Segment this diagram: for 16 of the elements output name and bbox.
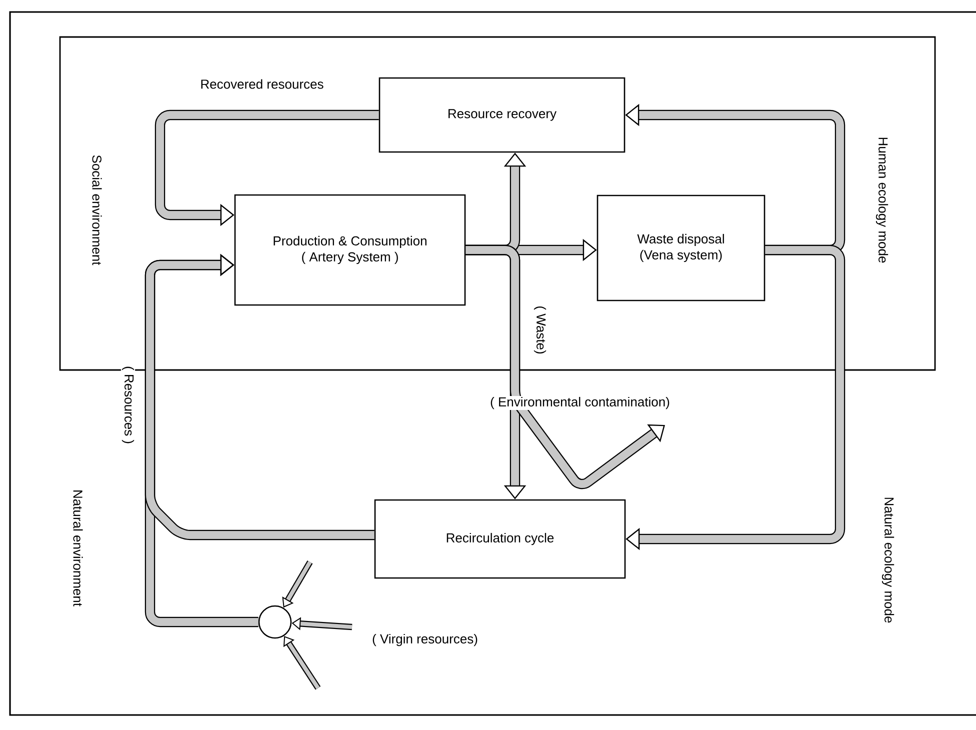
region-label: Social environment (92, 155, 102, 266)
edge-label: ( Resources ) (120, 365, 136, 446)
flow-pipe (144, 254, 374, 540)
edge-label: ( Environmental contamination) (489, 396, 671, 410)
flow-pipe (466, 244, 665, 489)
region-label: Human ecology mode (876, 138, 888, 263)
source-circle (258, 605, 292, 639)
process-box: Waste disposal (Vena system) (596, 194, 766, 302)
edge-label: Recovered resources (199, 78, 325, 90)
region-label: ( Virgin resources) (372, 634, 478, 646)
process-box: Resource recovery (378, 77, 626, 153)
process-box: Production & Consumption ( Artery System ) (234, 194, 466, 306)
region-label: Natural ecology mode (882, 498, 894, 623)
edge-label: ( Waste) (532, 304, 548, 356)
region-label: Natural environment (73, 490, 83, 606)
process-box: Recirculation cycle (374, 499, 626, 579)
